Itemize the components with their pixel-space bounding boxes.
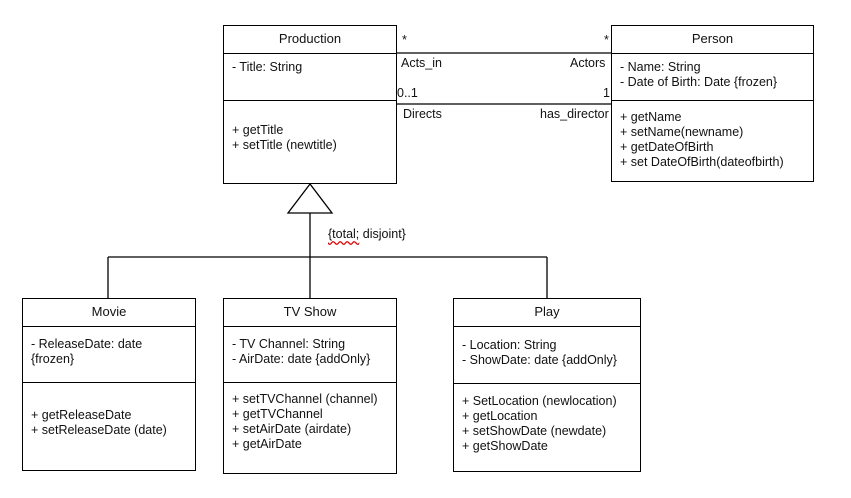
directs-role-left: Directs (403, 107, 442, 121)
movie-attributes: - ReleaseDate: date {frozen} (23, 327, 195, 383)
play-attributes: - Location: String - ShowDate: date {add… (454, 327, 640, 384)
operation: + getTitle (232, 123, 284, 137)
movie-class-name: Movie (23, 299, 195, 327)
play-operations: + SetLocation (newlocation) + getLocatio… (454, 384, 640, 454)
directs-role-right: has_director (540, 107, 609, 121)
operation: + getDateOfBirth (620, 140, 714, 154)
directs-multiplicity-right: 1 (603, 86, 610, 100)
attribute: - ReleaseDate: date (31, 337, 143, 351)
movie-class[interactable]: Movie - ReleaseDate: date {frozen} + get… (22, 298, 196, 471)
attribute: - Location: String (462, 338, 557, 352)
directs-multiplicity-left: 0..1 (397, 86, 418, 100)
operation: + setTVChannel (channel) (232, 392, 378, 406)
attribute: - Title: String (232, 60, 303, 74)
operation: + setName(newname) (620, 125, 744, 139)
operation: + getShowDate (462, 439, 548, 453)
attribute: {frozen} (31, 352, 75, 366)
production-operations: + getTitle + setTitle (newtitle) (224, 101, 396, 153)
tvshow-operations: + setTVChannel (channel) + getTVChannel … (224, 383, 396, 452)
play-class-name: Play (454, 299, 640, 327)
person-class-name: Person (612, 26, 813, 54)
operation: + getTVChannel (232, 407, 323, 421)
production-attributes: - Title: String (224, 54, 396, 101)
operation: + getAirDate (232, 437, 302, 451)
operation: + setShowDate (newdate) (462, 424, 607, 438)
play-class[interactable]: Play - Location: String - ShowDate: date… (453, 298, 641, 472)
operation: + setAirDate (airdate) (232, 422, 352, 436)
production-class[interactable]: Production - Title: String + getTitle + … (223, 25, 397, 184)
operation: + SetLocation (newlocation) (462, 394, 617, 408)
tvshow-class[interactable]: TV Show - TV Channel: String - AirDate: … (223, 298, 397, 474)
attribute: - Date of Birth: Date {frozen} (620, 75, 778, 89)
tvshow-attributes: - TV Channel: String - AirDate: date {ad… (224, 327, 396, 383)
operation: + getName (620, 110, 682, 124)
person-attributes: - Name: String - Date of Birth: Date {fr… (612, 54, 813, 101)
attribute: - AirDate: date {addOnly} (232, 352, 371, 366)
operation: + setTitle (newtitle) (232, 138, 337, 152)
constraint-total: {total; (328, 227, 360, 241)
person-class[interactable]: Person - Name: String - Date of Birth: D… (611, 25, 814, 182)
acts-in-role-right: Actors (570, 56, 606, 70)
production-class-name: Production (224, 26, 396, 54)
acts-in-multiplicity-left: * (402, 33, 407, 47)
constraint-disjoint: disjoint} (359, 227, 406, 241)
attribute: - Name: String (620, 60, 701, 74)
generalization-constraint: {total; disjoint} (328, 227, 406, 241)
operation: + getLocation (462, 409, 538, 423)
operation: + setReleaseDate (date) (31, 423, 167, 437)
person-operations: + getName + setName(newname) + getDateOf… (612, 101, 813, 170)
attribute: - ShowDate: date {addOnly} (462, 353, 617, 367)
tvshow-class-name: TV Show (224, 299, 396, 327)
attribute: - TV Channel: String (232, 337, 346, 351)
acts-in-multiplicity-right: * (604, 33, 609, 47)
generalization-triangle (286, 182, 334, 214)
acts-in-role-left: Acts_in (401, 56, 442, 70)
operation: + set DateOfBirth(dateofbirth) (620, 155, 784, 169)
operation: + getReleaseDate (31, 408, 132, 422)
movie-operations: + getReleaseDate + setReleaseDate (date) (23, 383, 195, 438)
